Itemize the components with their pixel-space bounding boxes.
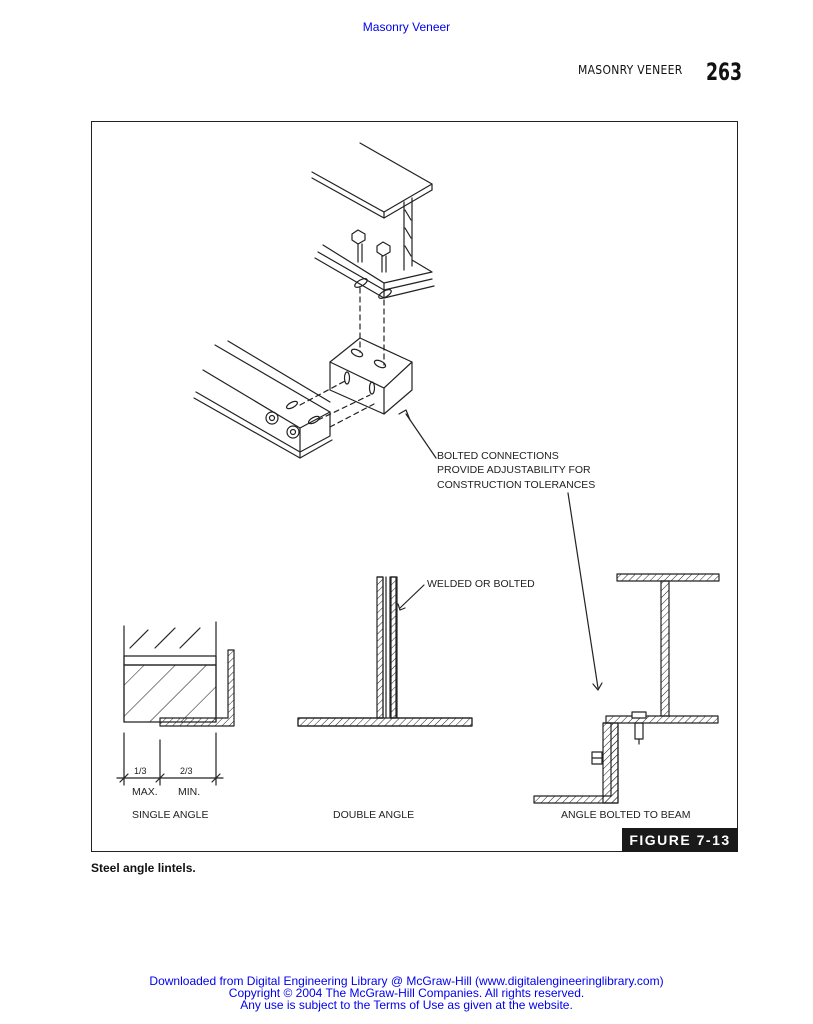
alignment-dashes bbox=[299, 287, 385, 428]
label-angle-bolted-to-beam: ANGLE BOLTED TO BEAM bbox=[561, 809, 691, 821]
label-one-third: 1/3 bbox=[134, 766, 147, 776]
label-single-angle: SINGLE ANGLE bbox=[132, 809, 209, 821]
footer-line-1[interactable]: Downloaded from Digital Engineering Libr… bbox=[149, 974, 664, 988]
figure-tag: FIGURE 7-13 bbox=[622, 828, 738, 852]
label-min: MIN. bbox=[178, 786, 201, 798]
running-head: MASONRY VENEER bbox=[578, 63, 683, 77]
leader-long bbox=[567, 492, 603, 691]
flange-slots bbox=[354, 278, 392, 299]
label-bolted-line1: BOLTED CONNECTIONS bbox=[437, 450, 559, 462]
label-max: MAX. bbox=[132, 786, 158, 798]
single-angle-detail bbox=[116, 621, 235, 786]
figure-frame bbox=[91, 121, 738, 852]
footer-line-2: Copyright © 2004 The McGraw-Hill Compani… bbox=[228, 986, 585, 1000]
bolts bbox=[351, 229, 391, 273]
figure-caption: Steel angle lintels. bbox=[91, 861, 196, 875]
header-link[interactable]: Masonry Veneer bbox=[362, 20, 451, 34]
label-welded-or-bolted: WELDED OR BOLTED bbox=[427, 578, 535, 590]
footer: Downloaded from Digital Engineering Libr… bbox=[0, 975, 813, 1011]
footer-line-3: Any use is subject to the Terms of Use a… bbox=[240, 998, 573, 1012]
isometric-beam bbox=[311, 142, 435, 299]
label-bolted-line2: PROVIDE ADJUSTABILITY FOR bbox=[437, 464, 591, 476]
clip-angle bbox=[329, 337, 413, 415]
double-angle-detail bbox=[297, 576, 473, 727]
lintel-angle bbox=[193, 340, 333, 459]
leader-bolted bbox=[398, 409, 437, 459]
label-bolted-line3: CONSTRUCTION TOLERANCES bbox=[437, 479, 596, 491]
label-two-thirds: 2/3 bbox=[180, 766, 193, 776]
angle-bolted-to-beam-detail bbox=[533, 573, 720, 804]
page-number: 263 bbox=[706, 58, 743, 86]
label-double-angle: DOUBLE ANGLE bbox=[333, 809, 415, 821]
